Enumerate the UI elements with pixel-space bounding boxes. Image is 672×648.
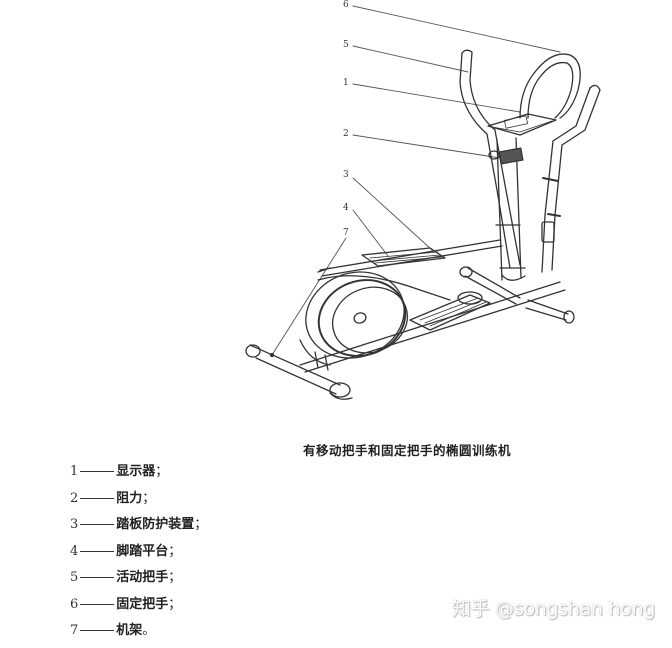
part-number: 4 bbox=[70, 543, 79, 559]
rear-stabilizer bbox=[245, 344, 353, 400]
parts-list-item: 7 机架。 bbox=[70, 621, 207, 648]
callout-6: 6 bbox=[343, 0, 349, 10]
right-pedal bbox=[409, 291, 491, 331]
part-number: 6 bbox=[70, 596, 79, 612]
em-dash bbox=[80, 550, 115, 552]
parts-list-item: 5 活动把手； bbox=[70, 568, 207, 595]
moving-handlebar-left bbox=[459, 49, 521, 269]
elliptical-trainer-drawing bbox=[245, 5, 601, 400]
zhihu-watermark: 知乎 @songshan hong bbox=[452, 598, 656, 620]
resistance-knob bbox=[488, 147, 524, 165]
part-separator: ； bbox=[168, 543, 182, 559]
callout-4: 4 bbox=[343, 203, 349, 213]
em-dash bbox=[80, 497, 115, 499]
left-pedal bbox=[317, 247, 446, 273]
fixed-handlebar bbox=[519, 53, 581, 119]
em-dash bbox=[80, 603, 115, 605]
part-separator: ； bbox=[142, 490, 156, 506]
em-dash bbox=[80, 630, 115, 631]
callout-3: 3 bbox=[343, 170, 349, 180]
parts-list-item: 2 阻力； bbox=[70, 489, 207, 516]
part-separator: ； bbox=[155, 464, 169, 479]
console bbox=[487, 113, 557, 136]
part-number: 1 bbox=[70, 464, 79, 479]
part-number: 3 bbox=[70, 517, 79, 532]
em-dash bbox=[80, 471, 115, 472]
part-label: 踏板防护装置 bbox=[116, 517, 195, 532]
part-number: 7 bbox=[70, 623, 79, 638]
parts-list-item: 1 显示器； bbox=[70, 462, 207, 489]
em-dash bbox=[80, 577, 115, 578]
part-label: 机架 bbox=[116, 623, 143, 638]
part-separator: ； bbox=[194, 517, 208, 532]
leader-lines bbox=[271, 5, 561, 356]
part-number: 2 bbox=[70, 490, 79, 506]
part-separator: 。 bbox=[142, 623, 156, 638]
part-label: 活动把手 bbox=[116, 570, 169, 585]
flywheel-shroud bbox=[299, 271, 451, 371]
em-dash bbox=[80, 524, 115, 525]
callout-2: 2 bbox=[343, 129, 349, 139]
part-label: 脚踏平台 bbox=[116, 543, 169, 559]
figure-caption: 有移动把手和固定把手的椭圆训练机 bbox=[303, 443, 512, 458]
parts-list-item: 3 踏板防护装置； bbox=[70, 515, 207, 542]
callout-7: 7 bbox=[343, 228, 349, 238]
callout-1: 1 bbox=[343, 78, 349, 88]
elliptical-trainer-figure: 6 5 1 2 3 4 7 bbox=[245, 0, 601, 400]
moving-handlebar-right bbox=[541, 84, 601, 273]
front-stabilizer bbox=[459, 266, 575, 324]
parts-list-item: 4 脚踏平台； bbox=[70, 542, 207, 569]
part-separator: ； bbox=[168, 570, 182, 585]
part-label: 固定把手 bbox=[116, 596, 169, 612]
part-label: 显示器 bbox=[116, 464, 156, 479]
callout-5: 5 bbox=[343, 40, 349, 50]
part-separator: ； bbox=[168, 596, 182, 612]
part-label: 阻力 bbox=[116, 490, 143, 506]
parts-list-item: 6 固定把手； bbox=[70, 595, 207, 622]
part-number: 5 bbox=[70, 570, 79, 585]
